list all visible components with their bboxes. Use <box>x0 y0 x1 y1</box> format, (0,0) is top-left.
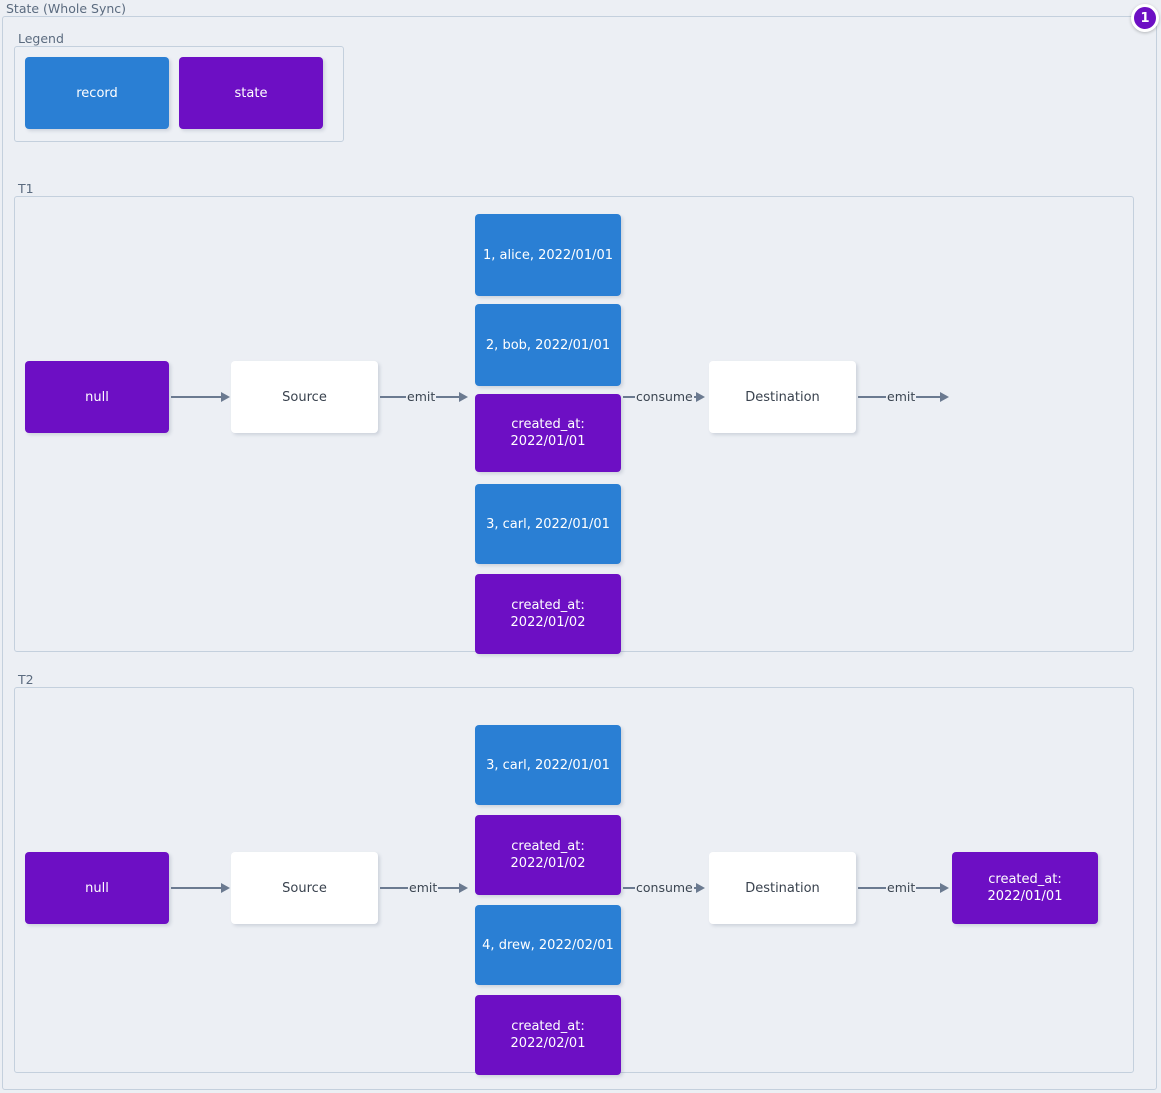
t1-stream-item-3[interactable]: 3, carl, 2022/01/01 <box>475 484 621 564</box>
edge-line <box>436 395 460 399</box>
arrow-head-icon <box>940 392 950 402</box>
t1-edge-label-emit: emit <box>407 389 436 404</box>
arrow-head-icon <box>221 883 230 893</box>
edge-line <box>438 886 460 890</box>
section-group-t1: T1 null Source emit 1, alice, 2022/01/01… <box>14 181 1134 654</box>
t1-edge-destination-emit: emit <box>858 388 950 406</box>
t1-stream-item-2[interactable]: created_at: 2022/01/01 <box>475 394 621 472</box>
legend-group: Legend record state <box>14 32 344 142</box>
t2-input-state-node[interactable]: null <box>25 852 169 924</box>
arrow-head-icon <box>940 883 950 893</box>
edge-line <box>380 395 406 399</box>
edge-line <box>623 395 635 399</box>
status-badge[interactable]: 1 <box>1131 4 1159 32</box>
t2-edge-consume: consume <box>623 879 705 897</box>
diagram-title: State (Whole Sync) <box>6 1 127 16</box>
legend-swatch-record[interactable]: record <box>25 57 169 129</box>
t2-edge-label-consume: consume <box>636 880 693 895</box>
legend-label: Legend <box>18 31 64 46</box>
legend-group-body: record state <box>14 46 344 142</box>
t2-stream-item-1[interactable]: created_at: 2022/01/02 <box>475 815 621 895</box>
t1-edge-label-consume: consume <box>636 389 693 404</box>
t1-destination-node[interactable]: Destination <box>709 361 856 433</box>
t1-edge-consume: consume <box>623 388 705 406</box>
section-body-t2: null Source emit 3, carl, 2022/01/01 cre… <box>14 687 1134 1075</box>
t1-stream-item-1[interactable]: 2, bob, 2022/01/01 <box>475 304 621 386</box>
edge-line <box>916 395 941 399</box>
t2-edge-label-emit-out: emit <box>887 880 916 895</box>
arrow-head-icon <box>459 883 469 893</box>
arrow-head-icon <box>695 392 705 402</box>
t2-source-node[interactable]: Source <box>231 852 378 924</box>
edge-line <box>693 886 696 890</box>
t2-edge-label-emit: emit <box>409 880 438 895</box>
edge-line <box>380 886 408 890</box>
edge-line <box>623 886 635 890</box>
edge-line <box>916 886 941 890</box>
section-label-t1: T1 <box>18 181 34 196</box>
t2-edge-source-emit: emit <box>380 879 469 897</box>
t1-edge-state-to-source <box>171 388 230 406</box>
t2-stream-item-3[interactable]: created_at: 2022/02/01 <box>475 995 621 1075</box>
t2-edge-destination-emit: emit <box>858 879 950 897</box>
t2-stream-item-0[interactable]: 3, carl, 2022/01/01 <box>475 725 621 805</box>
section-label-t2: T2 <box>18 672 34 687</box>
arrow-head-icon <box>695 883 705 893</box>
t2-output-state-node[interactable]: created_at: 2022/01/01 <box>952 852 1098 924</box>
t1-source-node[interactable]: Source <box>231 361 378 433</box>
section-group-t2: T2 null Source emit 3, carl, 2022/01/01 … <box>14 672 1134 1075</box>
t1-stream-item-4[interactable]: created_at: 2022/01/02 <box>475 574 621 654</box>
section-body-t1: null Source emit 1, alice, 2022/01/01 2,… <box>14 196 1134 654</box>
t2-edge-state-to-source <box>171 879 230 897</box>
t1-stream-item-0[interactable]: 1, alice, 2022/01/01 <box>475 214 621 296</box>
edge-line <box>858 886 886 890</box>
t1-input-state-node[interactable]: null <box>25 361 169 433</box>
edge-line <box>858 395 886 399</box>
t2-destination-node[interactable]: Destination <box>709 852 856 924</box>
legend-swatch-state[interactable]: state <box>179 57 323 129</box>
edge-line <box>693 395 696 399</box>
arrow-head-icon <box>221 392 230 402</box>
t1-edge-label-emit-out: emit <box>887 389 916 404</box>
t2-stream-item-2[interactable]: 4, drew, 2022/02/01 <box>475 905 621 985</box>
edge-line <box>171 886 221 890</box>
legend-swatch-row: record state <box>25 57 323 129</box>
edge-line <box>171 395 221 399</box>
t1-edge-source-emit: emit <box>380 388 469 406</box>
arrow-head-icon <box>459 392 469 402</box>
